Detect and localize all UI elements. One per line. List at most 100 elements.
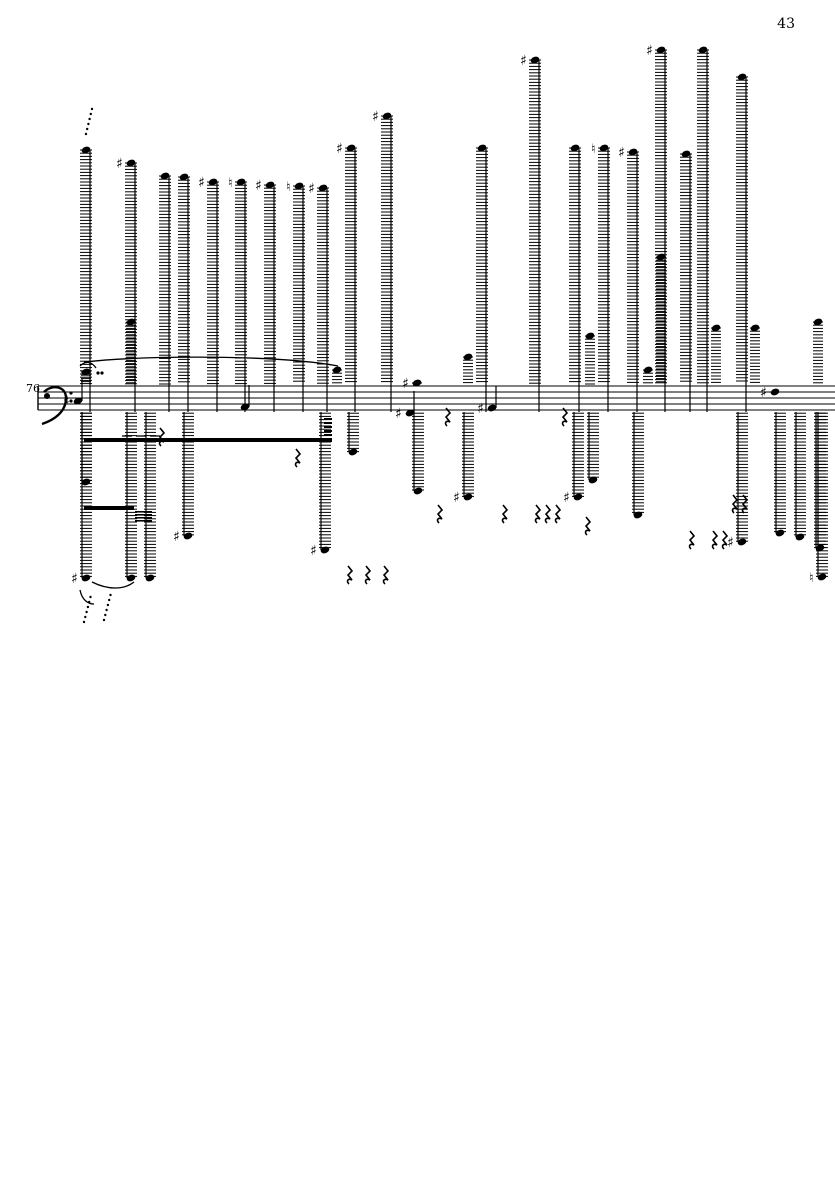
note-head	[160, 172, 170, 180]
sharp-icon: ♯	[395, 406, 402, 422]
note-head	[179, 173, 189, 181]
note-head	[240, 403, 250, 411]
note-head	[681, 150, 691, 158]
slur	[83, 356, 339, 367]
beam	[135, 520, 152, 522]
note-head	[487, 404, 497, 412]
quarter-rest-icon	[158, 427, 166, 447]
grace-dot	[109, 593, 112, 597]
quarter-rest-icon	[731, 494, 739, 514]
quarter-rest-icon	[711, 530, 719, 550]
quarter-rest-icon	[294, 448, 302, 468]
note-head	[126, 574, 136, 582]
note-head	[265, 181, 275, 189]
grace-dot	[89, 595, 92, 599]
grace-dot	[85, 610, 88, 614]
bass-clef-icon	[41, 386, 73, 426]
tie	[91, 581, 135, 589]
accidentals: ♯♯♮♯♮♯♯♯♯♮♯♯♯♯♯♯♯♯♯♯♯♯♯♮	[63, 43, 814, 587]
beam	[135, 517, 152, 519]
beam	[324, 430, 332, 432]
note-head	[656, 253, 666, 261]
grace-dot	[102, 618, 106, 622]
sharp-icon: ♯	[308, 181, 315, 197]
quarter-rest-icon	[688, 530, 696, 550]
beam	[324, 434, 332, 436]
grace-dot	[86, 605, 90, 609]
ledger-lines	[80, 49, 828, 577]
grace-dot	[84, 132, 88, 136]
sharp-icon: ♯	[477, 401, 484, 417]
note-heads	[73, 46, 827, 582]
note-head	[633, 511, 643, 519]
note-head	[585, 332, 595, 340]
grace-dot	[88, 600, 91, 604]
note-head	[795, 533, 805, 541]
beam	[324, 426, 332, 428]
grace-dot	[90, 107, 94, 111]
grace-dot	[104, 613, 107, 617]
rests	[158, 407, 749, 585]
note-head	[628, 148, 638, 156]
note-head	[320, 546, 330, 554]
sharp-icon: ♯	[173, 529, 180, 545]
note-head	[126, 159, 136, 167]
note-head	[813, 318, 823, 326]
note-head	[413, 487, 423, 495]
grace-dot	[87, 122, 90, 126]
note-head	[815, 544, 825, 552]
grace-dot	[89, 112, 93, 116]
note-head	[750, 324, 760, 332]
note-head	[817, 573, 827, 581]
note-head	[208, 178, 218, 186]
staff-lines	[37, 385, 835, 411]
note-head	[711, 324, 721, 332]
sharp-icon: ♯	[520, 53, 527, 69]
grace-dot	[106, 603, 110, 607]
note-head	[775, 529, 785, 537]
note-head	[294, 182, 304, 190]
grace-dot	[88, 117, 91, 121]
quarter-rest-icon	[382, 565, 390, 585]
sharp-icon: ♯	[618, 145, 625, 161]
note-head	[477, 144, 487, 152]
note-head	[770, 388, 780, 396]
beam	[135, 511, 152, 513]
quarter-rest-icon	[741, 494, 749, 514]
sharp-icon: ♯	[336, 141, 343, 157]
note-head	[382, 112, 392, 120]
sharp-icon: ♯	[646, 43, 653, 59]
duration-dot	[100, 371, 104, 375]
note-head	[573, 493, 583, 501]
quarter-rest-icon	[721, 530, 729, 550]
note-head	[183, 532, 193, 540]
note-head	[463, 493, 473, 501]
beam	[324, 422, 332, 424]
sharp-icon: ♯	[63, 394, 70, 410]
natural-icon: ♮	[228, 176, 233, 191]
sharp-icon: ♯	[310, 543, 317, 559]
beam	[324, 418, 332, 420]
duration-dot	[96, 371, 100, 375]
quarter-rest-icon	[534, 504, 542, 524]
grace-dot	[86, 127, 89, 131]
beam	[135, 514, 152, 516]
sharp-icon: ♯	[116, 156, 123, 172]
note-head	[318, 184, 328, 192]
note-head	[599, 144, 609, 152]
tie	[79, 361, 97, 369]
beams	[84, 418, 332, 522]
note-head	[81, 146, 91, 154]
note-head	[737, 538, 747, 546]
quarter-rest-icon	[436, 504, 444, 524]
grace-dot	[84, 615, 87, 619]
note-head	[643, 366, 653, 374]
natural-icon: ♮	[809, 571, 814, 586]
sharp-icon: ♯	[198, 175, 205, 191]
note-head	[570, 144, 580, 152]
quarter-rest-icon	[346, 565, 354, 585]
note-head	[145, 574, 155, 582]
sharp-icon: ♯	[453, 490, 460, 506]
grace-dot	[105, 608, 108, 612]
